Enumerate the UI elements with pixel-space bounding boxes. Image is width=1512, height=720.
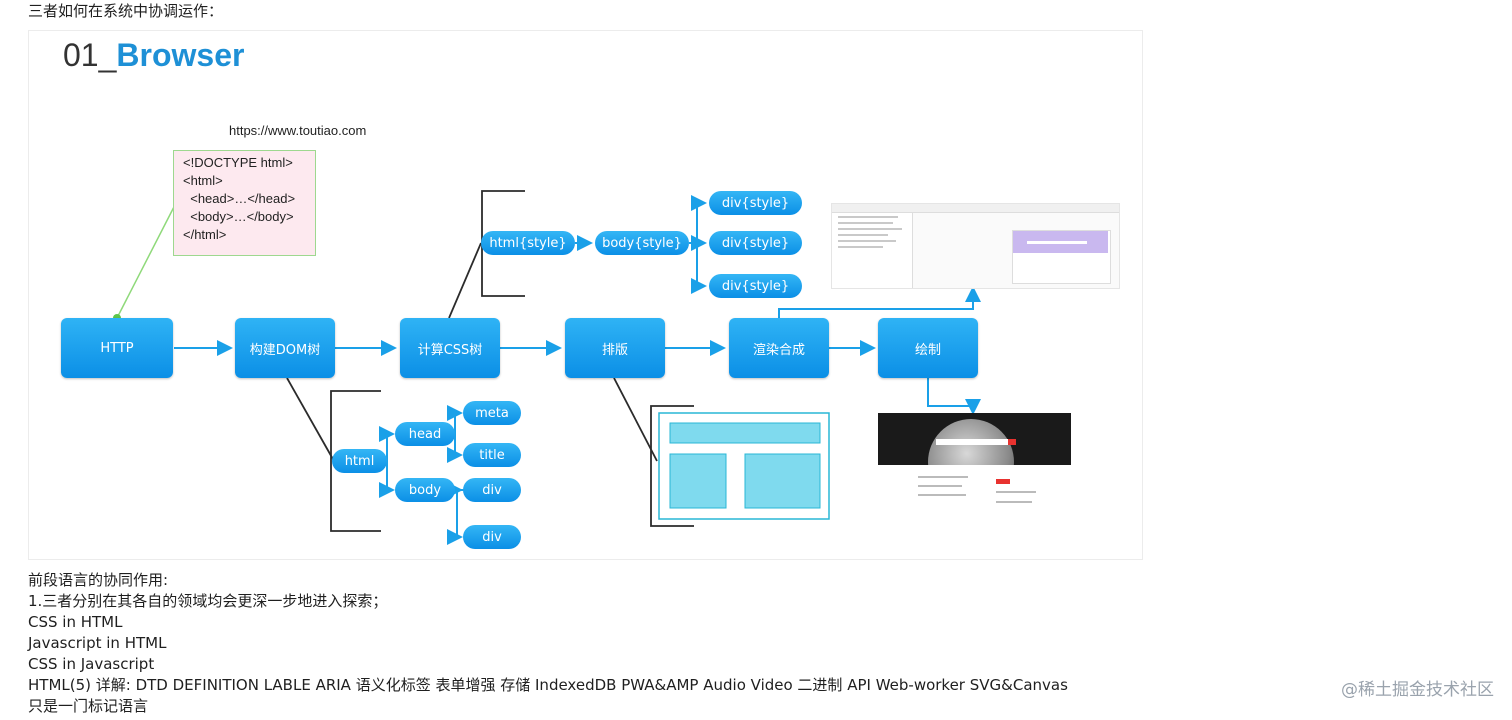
devtools-screenshot	[831, 203, 1120, 289]
code-line: <html>	[183, 173, 223, 188]
diagram-connectors	[113, 190, 981, 545]
website-screenshot	[878, 413, 1071, 523]
watermark: @稀土掘金技术社区	[1341, 680, 1494, 700]
dom-node-head: head	[395, 422, 455, 446]
notes-line: Javascript in HTML	[28, 634, 167, 652]
dom-node-title: title	[463, 443, 521, 467]
flow-node-layout: 排版	[565, 318, 665, 378]
notes-heading: 前段语言的协同作用:	[28, 571, 169, 589]
css-node-html: html{style}	[481, 231, 575, 255]
notes-line: CSS in Javascript	[28, 655, 155, 673]
intro-text: 三者如何在系统中协调运作：	[28, 2, 224, 20]
css-node-div: div{style}	[709, 191, 802, 215]
notes-line: 1.三者分别在其各自的领域均会更深一步地进入探索；	[28, 592, 388, 610]
title-name: Browser	[116, 37, 245, 73]
dom-node-html: html	[332, 449, 387, 473]
notes-line: CSS in HTML	[28, 613, 123, 631]
flow-node-paint: 绘制	[878, 318, 978, 378]
browser-diagram: 01_Browser https://www.toutiao.com <!DOC…	[28, 30, 1143, 560]
notes-line: 只是一门标记语言	[28, 697, 149, 715]
html-code-box: <!DOCTYPE html> <html> <head>…</head> <b…	[173, 150, 316, 256]
flow-node-http: HTTP	[61, 318, 173, 378]
notes-line: HTML(5) 详解: DTD DEFINITION LABLE ARIA 语义…	[28, 676, 1068, 694]
dom-node-div: div	[463, 525, 521, 549]
diagram-title: 01_Browser	[63, 35, 244, 75]
css-node-body: body{style}	[595, 231, 689, 255]
css-node-div: div{style}	[709, 274, 802, 298]
dom-node-div: div	[463, 478, 521, 502]
dom-node-meta: meta	[463, 401, 521, 425]
flow-node-compute-css: 计算CSS树	[400, 318, 500, 378]
code-line: </html>	[183, 227, 227, 242]
code-line: <head>…</head>	[183, 191, 296, 206]
code-line: <body>…</body>	[183, 209, 294, 224]
dom-node-body: body	[395, 478, 455, 502]
title-number: 01_	[63, 37, 117, 73]
notes-section: 前段语言的协同作用: 1.三者分别在其各自的领域均会更深一步地进入探索； CSS…	[28, 570, 1068, 717]
code-line: <!DOCTYPE html>	[183, 155, 293, 170]
flow-node-composite: 渲染合成	[729, 318, 829, 378]
flow-node-build-dom: 构建DOM树	[235, 318, 335, 378]
url-label: https://www.toutiao.com	[229, 123, 367, 138]
css-node-div: div{style}	[709, 231, 802, 255]
